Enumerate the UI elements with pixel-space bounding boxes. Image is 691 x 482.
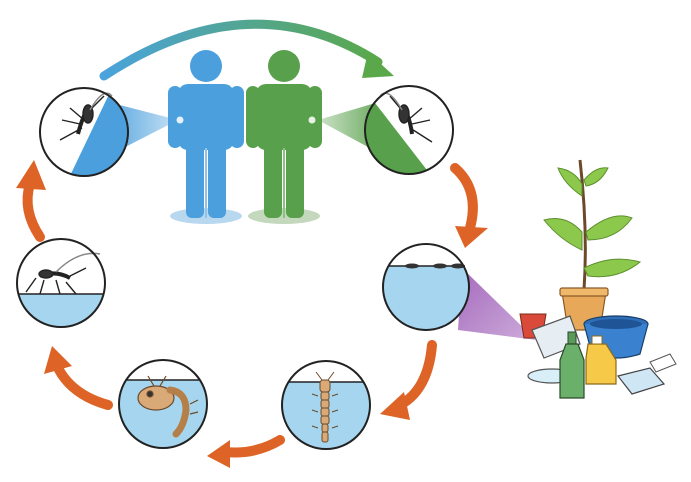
tray-icon (616, 367, 666, 395)
larva-icon (311, 371, 339, 443)
arrow-to-bite (16, 160, 46, 242)
breeding-containers (519, 159, 677, 399)
plant-pot-icon (543, 159, 642, 331)
stage-bite-infected (39, 87, 129, 177)
arrow-to-larva (207, 435, 285, 468)
mosquito-eggs-icon (405, 263, 465, 269)
infected-person-icon (168, 50, 244, 224)
jug-icon (585, 335, 617, 385)
arrow-to-adult (44, 346, 113, 410)
stage-pupa (118, 359, 208, 449)
adult-mosquito-icon (25, 252, 101, 295)
transmission-arrow (99, 19, 394, 81)
small-bottle-icon (649, 353, 677, 373)
mosquito-biting-icon (59, 92, 113, 141)
pupa-icon (137, 375, 199, 438)
cycle-arrows (16, 160, 488, 468)
stage-larva (281, 360, 371, 450)
mosquito-biting-icon (379, 92, 433, 143)
stage-bite-healthy (364, 85, 454, 175)
stage-adult (16, 238, 106, 328)
bottle-icon (559, 331, 585, 399)
arrow-to-eggs (450, 163, 488, 248)
egg-callout-wedge (458, 268, 536, 340)
healthy-person-icon (246, 50, 322, 224)
arrow-to-pupa (380, 340, 437, 420)
stage-eggs (382, 243, 470, 331)
